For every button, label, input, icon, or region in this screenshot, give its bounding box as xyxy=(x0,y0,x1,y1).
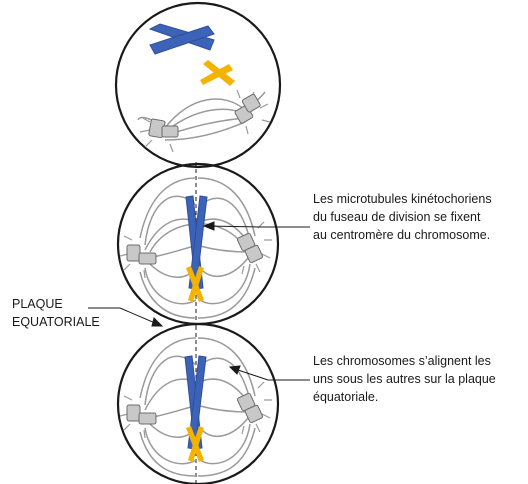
label-microtubules-line3: au centromère du chromosome. xyxy=(313,226,525,244)
cell-1-membrane xyxy=(116,3,280,167)
cell-3-centrosome-left xyxy=(127,405,156,424)
label-plaque-line2: EQUATORIALE xyxy=(12,313,132,331)
cell-2 xyxy=(118,162,278,326)
label-plaque-line1: PLAQUE xyxy=(12,295,132,313)
cell-1-chromosome-blue xyxy=(150,24,214,54)
cell-1 xyxy=(116,3,280,167)
cell-3 xyxy=(118,324,278,484)
label-chromosomes-line1: Les chromosomes s’alignent les xyxy=(313,352,525,370)
label-chromosomes-line2: uns sous les autres sur la plaque xyxy=(313,370,525,388)
pointer-microtubules xyxy=(204,222,310,230)
cell-1-centrosome-right xyxy=(234,94,261,124)
cell-2-centrosome-right xyxy=(237,233,263,263)
cell-1-centrosome-left xyxy=(149,119,178,138)
cell-3-centrosome-right xyxy=(237,393,263,423)
label-chromosomes: Les chromosomes s’alignent les uns sous … xyxy=(313,352,525,406)
label-microtubules-line1: Les microtubules kinétochoriens xyxy=(313,190,525,208)
label-chromosomes-line3: équatoriale. xyxy=(313,388,525,406)
cell-1-chromosome-yellow xyxy=(200,60,235,86)
label-microtubules: Les microtubules kinétochoriens du fusea… xyxy=(313,190,525,244)
label-plaque-equatoriale: PLAQUE EQUATORIALE xyxy=(12,295,132,331)
label-microtubules-line2: du fuseau de division se fixent xyxy=(313,208,525,226)
